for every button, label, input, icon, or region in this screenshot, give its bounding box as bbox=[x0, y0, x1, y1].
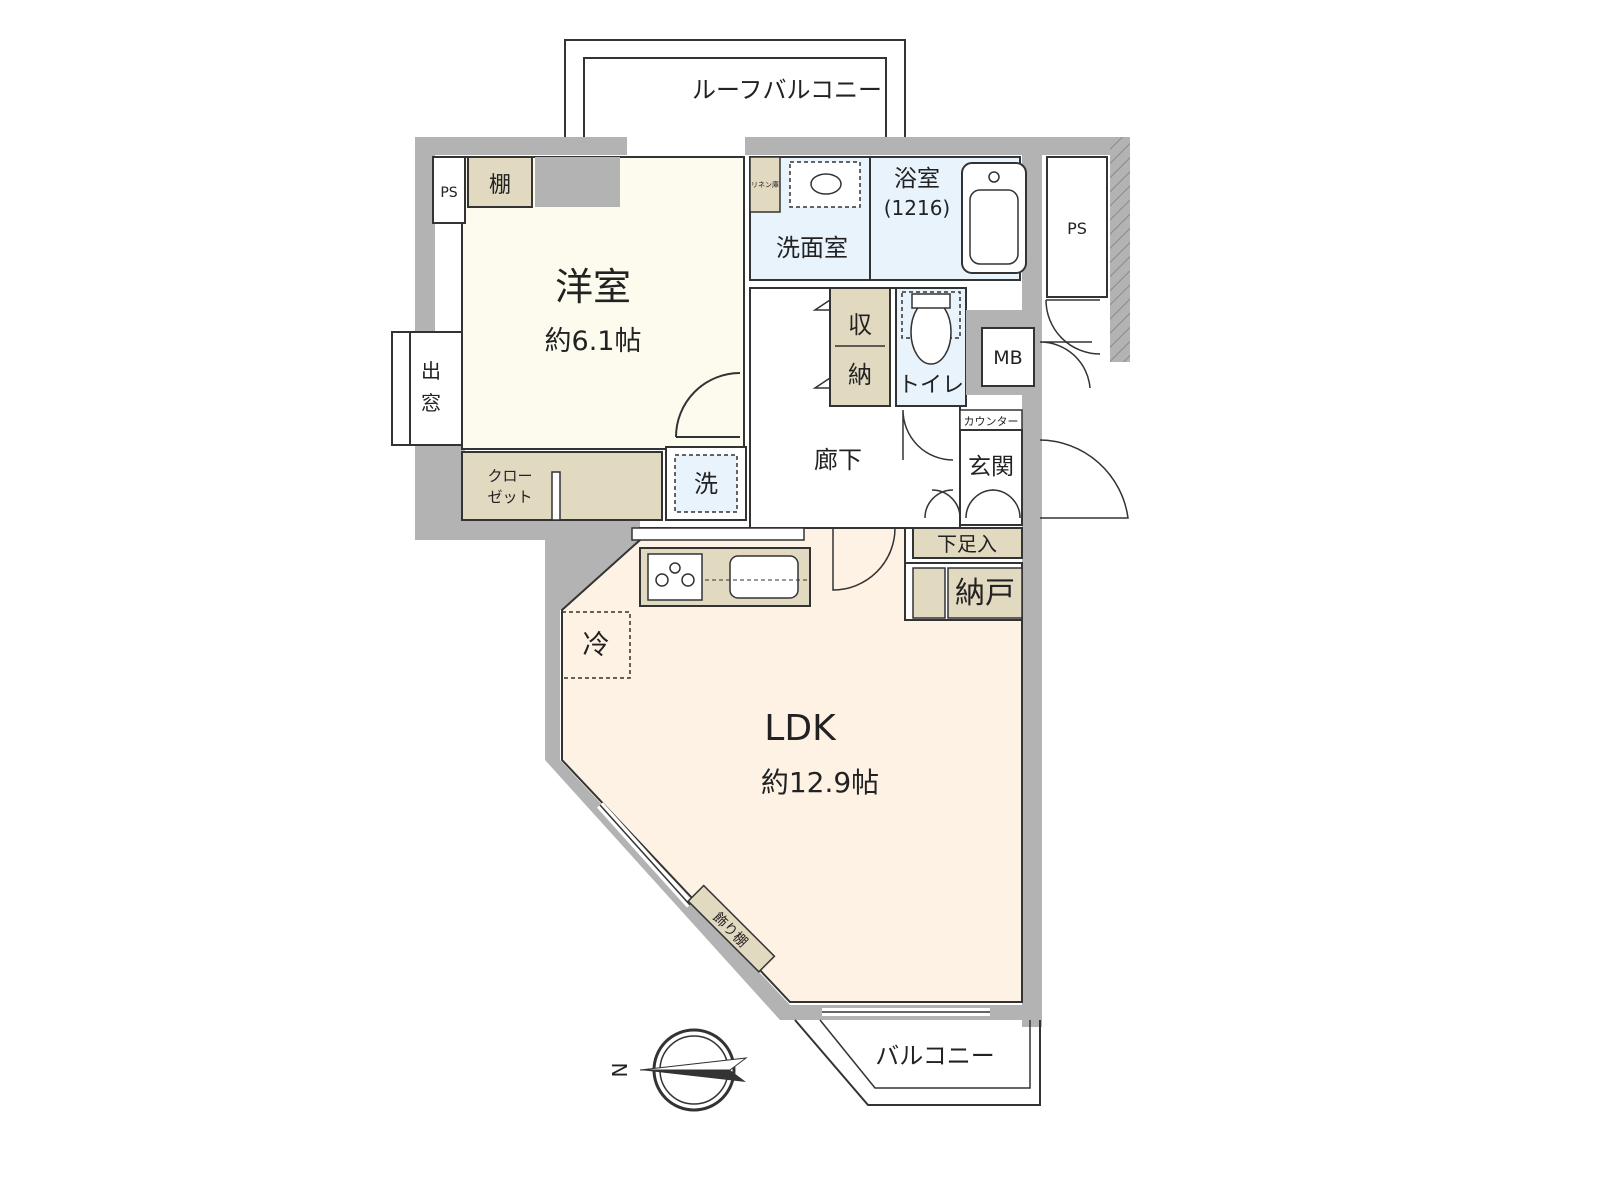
washroom-label: 洗面室 bbox=[776, 234, 848, 262]
balcony: バルコニー bbox=[794, 1019, 1041, 1106]
toilet-label: トイレ bbox=[898, 373, 964, 398]
bathroom-label: 浴室 bbox=[894, 166, 940, 192]
mb-door bbox=[1039, 341, 1092, 389]
bathroom-size: (1216) bbox=[884, 196, 951, 220]
toilet-door bbox=[902, 409, 954, 461]
ps-left: PS bbox=[432, 156, 466, 224]
kitchen bbox=[631, 527, 811, 607]
storage: 収 納 bbox=[812, 287, 891, 407]
ldk-door bbox=[832, 527, 896, 591]
storage-label-1: 収 bbox=[848, 311, 872, 339]
entrance-door bbox=[1039, 439, 1129, 519]
washroom: 洗面室 リネン庫 bbox=[749, 156, 871, 281]
closet-nando: 納戸 bbox=[904, 562, 1023, 621]
ps-right: PS bbox=[1046, 156, 1108, 298]
compass-icon: N bbox=[607, 1028, 748, 1112]
shoe-box-label: 下足入 bbox=[937, 532, 997, 556]
roof-balcony: ルーフバルコニー bbox=[564, 39, 906, 137]
western-room-door bbox=[675, 372, 741, 438]
shelf-label: 棚 bbox=[489, 173, 511, 198]
storage-label-2: 納 bbox=[848, 361, 872, 389]
shoe-box: 下足入 bbox=[912, 527, 1023, 559]
western-room-size: 約6.1帖 bbox=[545, 326, 642, 357]
roof-balcony-label: ルーフバルコニー bbox=[692, 76, 882, 104]
laundry-label: 洗 bbox=[694, 470, 718, 498]
balcony-label: バルコニー bbox=[875, 1042, 995, 1070]
entrance-label: 玄関 bbox=[968, 454, 1014, 480]
nando-label: 納戸 bbox=[955, 576, 1015, 611]
display-shelf: 飾り棚 bbox=[687, 884, 776, 973]
fridge-label: 冷 bbox=[583, 630, 610, 661]
closet-label-1: クロー bbox=[487, 467, 532, 485]
closet: クロー ゼット bbox=[461, 451, 663, 521]
shelf: 棚 bbox=[467, 156, 620, 208]
toilet: トイレ bbox=[895, 287, 967, 407]
closet-label-2: ゼット bbox=[487, 488, 532, 506]
shoe-box-door-2 bbox=[965, 489, 1021, 519]
counter-label: カウンター bbox=[964, 415, 1019, 428]
hallway-label: 廊下 bbox=[814, 446, 862, 474]
western-room-label: 洋室 bbox=[555, 265, 631, 309]
laundry: 洗 bbox=[665, 446, 747, 521]
entrance: カウンター 玄関 bbox=[959, 409, 1023, 526]
bay-window-label: 出窓 bbox=[421, 359, 441, 415]
ldk-label: LDK bbox=[764, 708, 837, 749]
ps-left-label: PS bbox=[440, 185, 457, 201]
ldk-size: 約12.9帖 bbox=[761, 766, 879, 799]
meter-box: MB bbox=[966, 310, 1040, 395]
compass-north-label: N bbox=[607, 1063, 631, 1078]
ps-right-door bbox=[1045, 299, 1101, 355]
fridge: 冷 bbox=[561, 611, 631, 679]
ps-right-label: PS bbox=[1067, 219, 1087, 238]
linen-label-2: リネン庫 bbox=[751, 180, 779, 189]
shoe-box-door-1 bbox=[924, 489, 961, 519]
mb-label: MB bbox=[993, 347, 1022, 369]
bathroom: 浴室 (1216) bbox=[869, 156, 1027, 281]
